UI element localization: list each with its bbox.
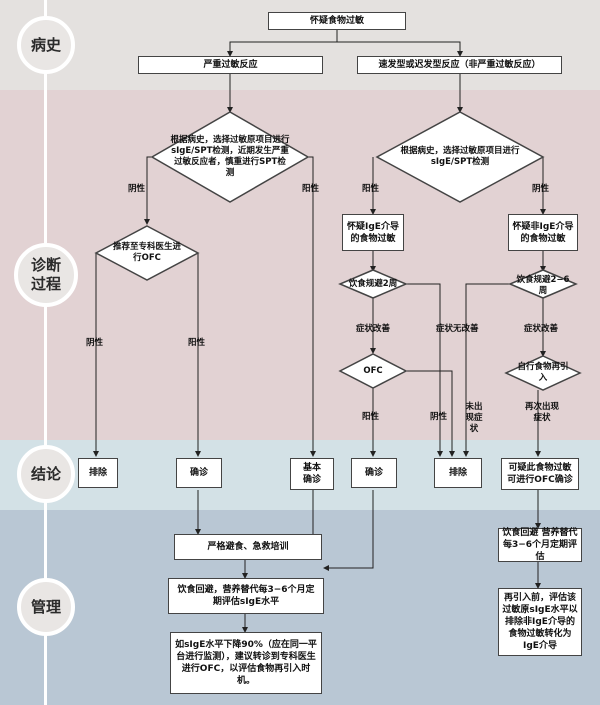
ofc-shape (338, 353, 408, 389)
label-neg3: 阴性 (532, 184, 550, 194)
label-symptom-improve1: 症状改善 (356, 324, 391, 334)
node-sige-drop: 如sIgE水平下降90%（应在同一平台进行监测），建议转诊到专科医生进行OFC，… (170, 632, 322, 694)
label-symptom-again: 再次出现症状 (524, 402, 559, 423)
reintroduce-shape (504, 355, 582, 391)
node-severe: 严重过敏反应 (138, 56, 323, 74)
stage-management: 管理 (17, 578, 75, 636)
label-no-symptom: 未出现症状 (465, 402, 483, 434)
node-diet-back: 饮食回避，营养替代每3−6个月定期评估sIgE水平 (168, 578, 324, 614)
label-neg4: 阴性 (430, 412, 448, 422)
avoid-2wk-text: 饮食规避2周 (348, 278, 398, 289)
node-confirm-left: 确诊 (176, 458, 222, 488)
diamond-left-text: 根据病史，选择过敏原项目进行sIgE/SPT检测，近期发生严重过敏反应者，慎重进… (170, 135, 290, 178)
diamond-left-shape (150, 111, 310, 203)
ofc-text: OFC (363, 365, 383, 376)
avoid-2-6wk-text: 饮食规避2−6周 (516, 275, 570, 296)
label-neg1: 阴性 (128, 184, 146, 194)
avoid-2-6wk-shape (508, 269, 578, 299)
label-pos2: 阳性 (188, 338, 206, 348)
stage-diagnosis: 诊断过程 (14, 243, 78, 307)
diamond-right-shape (375, 111, 545, 203)
node-delayed: 速发型或迟发型反应（非严重过敏反应） (357, 56, 562, 74)
ofc-referral-shape (94, 225, 200, 281)
node-basic-confirm: 基本确诊 (290, 458, 334, 490)
node-diet-back-right: 饮食回避 营养替代每3−6个月定期评估 (498, 528, 582, 562)
ofc-referral-text: 推荐至专科医生进行OFC (112, 242, 181, 263)
node-reintro-eval: 再引入前，评估该过敏原sIgE水平以排除非IgE介导的食物过敏转化为IgE介导 (498, 588, 582, 656)
label-pos1: 阳性 (302, 184, 320, 194)
diamond-right-text: 根据病史，选择过敏原项目进行sIgE/SPT检测 (400, 146, 520, 167)
node-suspect-non-ige: 怀疑非IgE介导的食物过敏 (508, 214, 578, 251)
label-no-improve: 症状无改善 (436, 324, 479, 334)
node-exclude-right: 排除 (434, 458, 482, 488)
stage-timeline (44, 0, 47, 705)
node-may-allergy: 可疑此食物过敏可进行OFC确诊 (501, 458, 579, 490)
node-exclude-left: 排除 (78, 458, 118, 488)
reintroduce-text: 自行食物再引入 (517, 362, 569, 383)
label-neg2: 阴性 (86, 338, 104, 348)
node-suspected: 怀疑食物过敏 (268, 12, 406, 30)
label-pos3: 阳性 (362, 184, 380, 194)
avoid-2wk-shape (338, 269, 408, 299)
node-confirm-mid: 确诊 (351, 458, 397, 488)
node-suspect-ige: 怀疑IgE介导的食物过敏 (342, 214, 404, 251)
stage-history: 病史 (17, 16, 75, 74)
stage-conclusion: 结论 (17, 445, 75, 503)
label-symptom-improve2: 症状改善 (524, 324, 559, 334)
label-pos4: 阳性 (362, 412, 380, 422)
node-strict-avoid: 严格避食、急救培训 (174, 534, 322, 560)
